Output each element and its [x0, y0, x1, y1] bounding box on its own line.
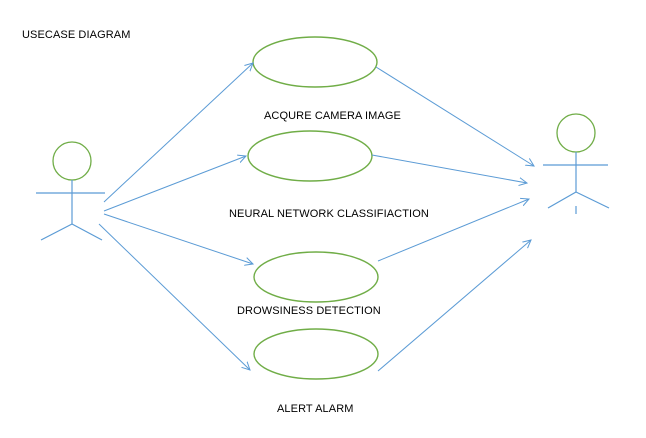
actor-system	[543, 113, 610, 214]
connector-neural-network-classification-to-system	[371, 154, 527, 183]
connector-drowsiness-detection-to-system	[377, 199, 529, 262]
use-case-label-drowsiness-detection: DROWSINESS DETECTION	[237, 305, 381, 317]
use-case-ellipse-alert-alarm	[253, 328, 379, 380]
connector-user-to-drowsiness-detection	[103, 213, 253, 264]
use-case-ellipse-neural-network-classification	[247, 130, 373, 182]
use-case-label-neural-network-classification: NEURAL NETWORK CLASSIFIACTION	[229, 208, 429, 220]
connector-user-to-neural-network-classification	[103, 156, 246, 212]
actor-user-right-leg	[71, 223, 103, 241]
actor-system-right-leg	[575, 191, 610, 209]
use-case-label-alert-alarm: ALERT ALARM	[277, 403, 354, 415]
connector-alert-alarm-to-system	[377, 240, 531, 372]
use-case-ellipse-drowsiness-detection	[253, 251, 379, 303]
actor-user-head	[52, 141, 92, 181]
use-case-ellipse-acquire-camera-image	[252, 36, 378, 88]
actor-system-left-leg	[547, 191, 577, 209]
connector-user-to-acquire-camera-image	[103, 63, 253, 203]
actor-system-head	[556, 113, 596, 153]
connector-acquire-camera-image-to-system	[375, 66, 534, 166]
diagram-title: USECASE DIAGRAM	[22, 29, 131, 41]
connector-user-to-alert-alarm	[98, 223, 250, 370]
use-case-label-acquire-camera-image: ACQURE CAMERA IMAGE	[264, 110, 401, 122]
actor-user-left-leg	[40, 223, 73, 241]
actor-user	[36, 141, 105, 241]
